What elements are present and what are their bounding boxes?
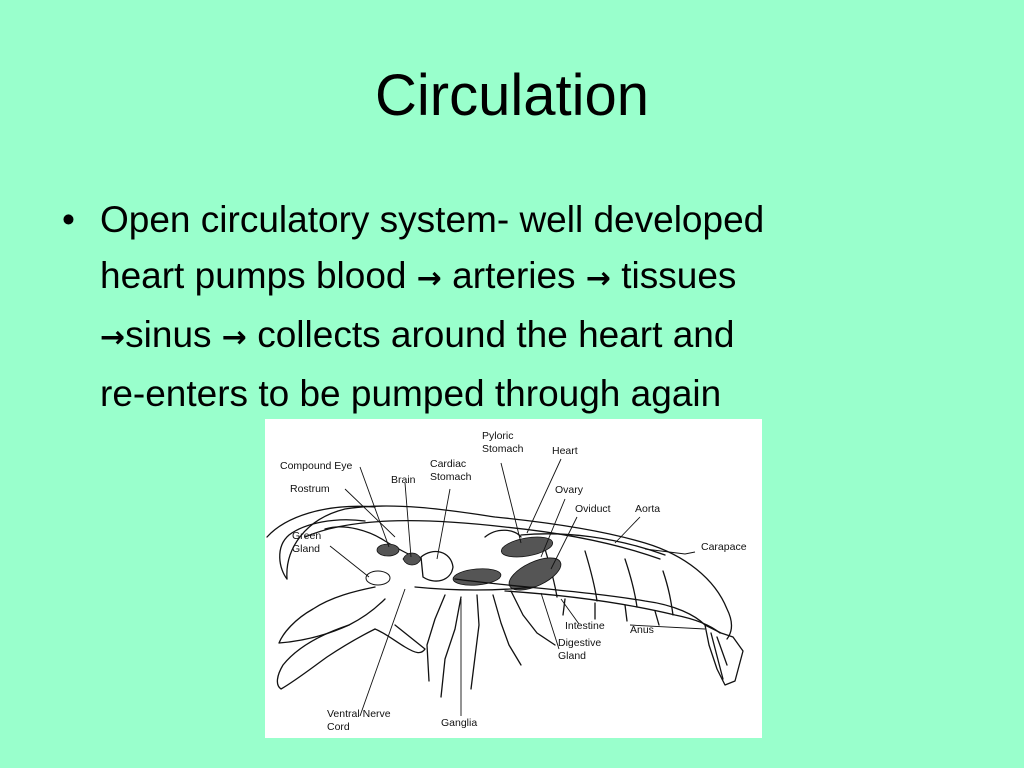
- leader-line: [644, 548, 696, 555]
- label-heart: Heart: [552, 445, 578, 457]
- slide-title: Circulation: [375, 63, 649, 128]
- label-brain: Brain: [391, 474, 416, 486]
- leader-line: [359, 588, 406, 717]
- antenna: [279, 519, 366, 580]
- bullet-line-2c: tissues: [610, 255, 737, 296]
- leader-line: [500, 462, 522, 544]
- bullet-symbol: •: [62, 199, 75, 240]
- leader-line: [560, 598, 580, 625]
- label-compound-eye: Compound Eye: [280, 460, 353, 472]
- rostrum: [324, 526, 416, 558]
- pyloric-stomach: [500, 536, 554, 558]
- bullet-list: • Open circulatory system- well develope…: [62, 192, 962, 422]
- carapace-outline: [286, 505, 733, 640]
- label-green-gland: Green: [292, 530, 321, 542]
- walking-legs: [426, 590, 556, 698]
- bullet-item: • Open circulatory system- well develope…: [62, 192, 962, 422]
- carapace-outline: [304, 519, 661, 560]
- leader-line: [404, 482, 412, 558]
- leader-line: [540, 498, 566, 558]
- ventral-nerve-cord: [414, 586, 536, 591]
- label-aorta: Aorta: [635, 503, 660, 515]
- leader-line: [629, 624, 706, 630]
- claw: [374, 624, 426, 654]
- bullet-line-3b: collects around the heart and: [246, 314, 735, 355]
- abdomen-outline: [504, 590, 721, 634]
- label-anus: Anus: [630, 624, 654, 636]
- leader-line: [550, 516, 578, 570]
- right-arrow-icon: →: [585, 261, 611, 296]
- label-cardiac-stomach: Cardiac: [430, 458, 466, 470]
- brain: [402, 552, 422, 566]
- label-cardiac-stomach: Stomach: [430, 471, 472, 483]
- label-pyloric-stomach: Pyloric: [482, 430, 514, 442]
- label-carapace: Carapace: [701, 541, 747, 553]
- tail-fan: [710, 632, 728, 680]
- heart: [484, 529, 522, 538]
- label-green-gland: Gland: [292, 543, 320, 555]
- crayfish-anatomy-diagram: Compound Eye Rostrum Green Gland Brain C…: [265, 419, 762, 738]
- cardiac-stomach: [420, 550, 454, 582]
- tail-fan: [704, 624, 744, 686]
- leader-line: [526, 458, 562, 534]
- bullet-line-2a: heart pumps blood: [100, 255, 417, 296]
- label-ventral-nerve-cord: Cord: [327, 721, 350, 733]
- claw: [278, 586, 386, 644]
- claw: [276, 624, 376, 690]
- right-arrow-icon: →: [100, 320, 126, 355]
- leader-line: [344, 488, 396, 538]
- leader-line: [329, 545, 370, 578]
- label-oviduct: Oviduct: [575, 503, 611, 515]
- green-gland: [365, 570, 391, 586]
- bullet-line-3a: sinus: [125, 314, 222, 355]
- label-digestive-gland: Gland: [558, 650, 586, 662]
- label-intestine: Intestine: [565, 620, 605, 632]
- label-pyloric-stomach: Stomach: [482, 443, 524, 455]
- bullet-line-4: re-enters to be pumped through again: [100, 373, 722, 414]
- antenna: [266, 505, 376, 538]
- leader-line: [359, 466, 390, 548]
- leader-line: [540, 592, 560, 650]
- intestine: [454, 578, 706, 626]
- swimmerets: [562, 598, 660, 626]
- leader-line: [436, 488, 451, 560]
- leader-line: [614, 516, 641, 544]
- digestive-gland: [452, 568, 502, 586]
- label-ganglia: Ganglia: [441, 717, 477, 729]
- right-arrow-icon: →: [221, 320, 247, 355]
- label-rostrum: Rostrum: [290, 483, 330, 495]
- right-arrow-icon: →: [416, 261, 442, 296]
- bullet-line-1: Open circulatory system- well developed: [100, 199, 765, 240]
- crayfish-drawing: Compound Eye Rostrum Green Gland Brain C…: [266, 430, 747, 733]
- label-digestive-gland: Digestive: [558, 637, 601, 649]
- bullet-line-2b: arteries: [441, 255, 586, 296]
- label-ovary: Ovary: [555, 484, 584, 496]
- compound-eye: [376, 543, 400, 557]
- label-ventral-nerve-cord: Ventral Nerve: [327, 708, 391, 720]
